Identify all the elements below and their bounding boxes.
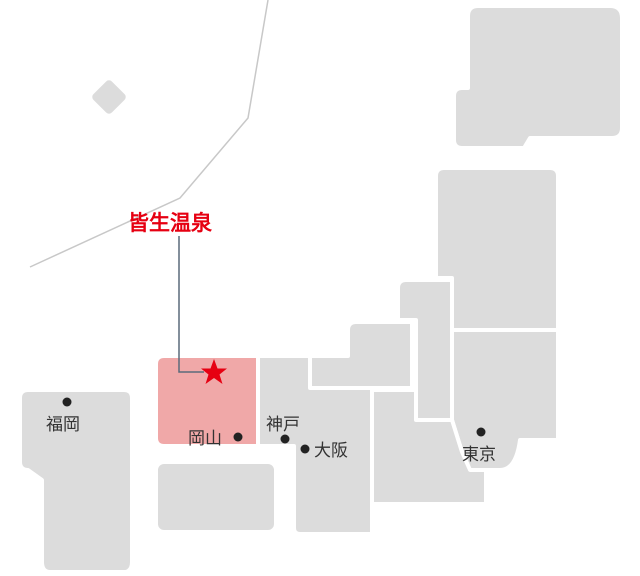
city-dot-fukuoka (62, 397, 72, 407)
city-dot-okayama (233, 432, 243, 442)
region-shikoku (154, 460, 278, 534)
city-dot-osaka (300, 444, 310, 454)
region-chugoku (154, 354, 260, 448)
callout-label: 皆生温泉 (128, 211, 213, 235)
city-dot-tokyo (476, 427, 486, 437)
city-label-okayama: 岡山 (188, 429, 222, 449)
region-kinki-north (308, 320, 414, 390)
region-tohoku (434, 166, 560, 332)
region-kyushu (18, 388, 134, 574)
callout-leader-line (178, 236, 204, 373)
star-icon (201, 359, 227, 384)
city-label-fukuoka: 福岡 (46, 415, 80, 435)
region-kinki (256, 354, 374, 536)
city-label-osaka: 大阪 (314, 441, 348, 461)
island-tsushima (92, 80, 126, 114)
city-label-tokyo: 東京 (462, 445, 496, 465)
region-hokkaido (452, 4, 624, 150)
sea-boundary-line (29, 0, 269, 268)
city-dot-kobe (280, 434, 290, 444)
region-chubu (370, 388, 488, 506)
city-label-kobe: 神戸 (266, 415, 300, 435)
